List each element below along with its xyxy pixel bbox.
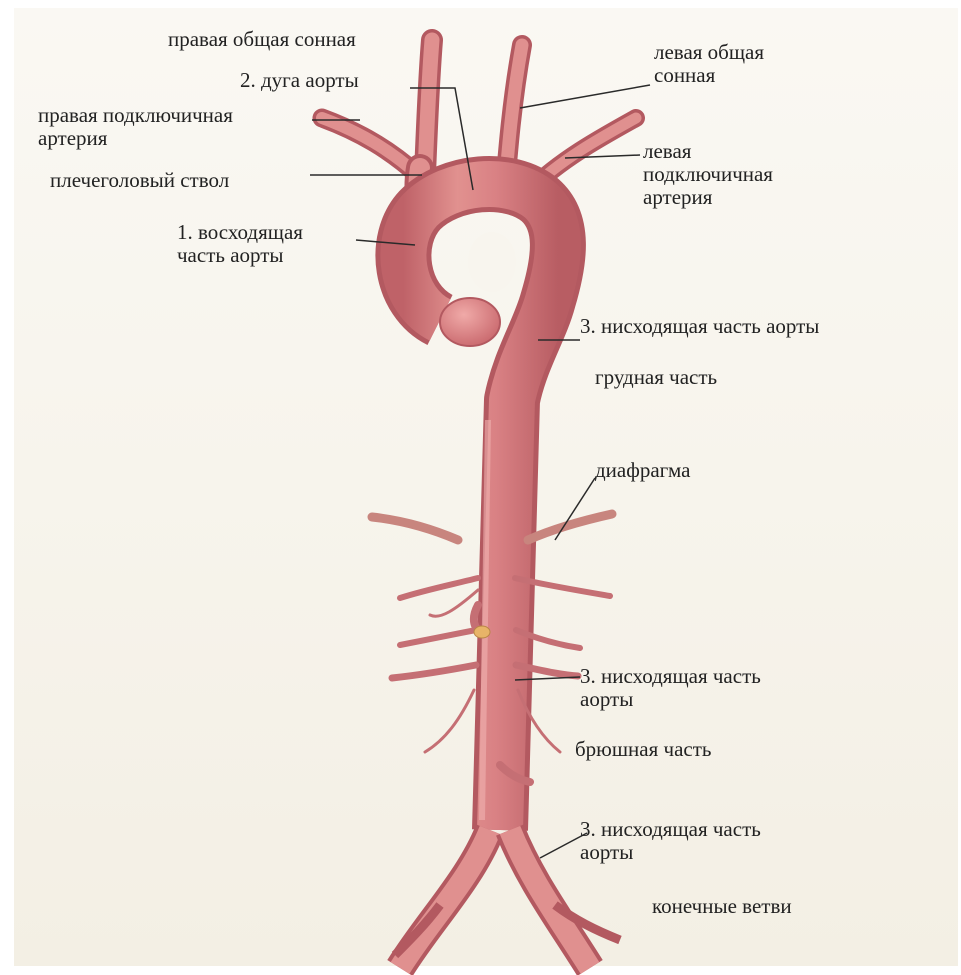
label-abdominal-part: брюшная часть — [575, 738, 711, 761]
label-terminal-branches: конечные ветви — [652, 895, 792, 918]
label-descending-aorta-thoracic: 3. нисходящая часть аорты — [580, 315, 819, 338]
inferior-mesenteric-stub — [474, 626, 490, 638]
label-thoracic-part: грудная часть — [595, 366, 717, 389]
label-descending-aorta-abdominal: 3. нисходящая часть аорты — [580, 665, 761, 711]
label-left-subclavian: левая подключичная артерия — [643, 140, 773, 209]
label-descending-aorta-terminal: 3. нисходящая часть аорты — [580, 818, 761, 864]
label-left-common-carotid: левая общая сонная — [654, 41, 764, 87]
label-brachiocephalic-trunk: плечеголовый ствол — [50, 169, 229, 192]
label-right-subclavian: правая подключичная артерия — [38, 104, 233, 150]
label-ascending-aorta: 1. восходящая часть аорты — [177, 221, 303, 267]
label-diaphragm: диафрагма — [595, 459, 690, 482]
label-aortic-arch: 2. дуга аорты — [240, 69, 359, 92]
label-right-common-carotid: правая общая сонная — [168, 28, 356, 51]
right-subclavian-vessel — [322, 118, 418, 175]
aorta-vessel — [403, 184, 557, 830]
